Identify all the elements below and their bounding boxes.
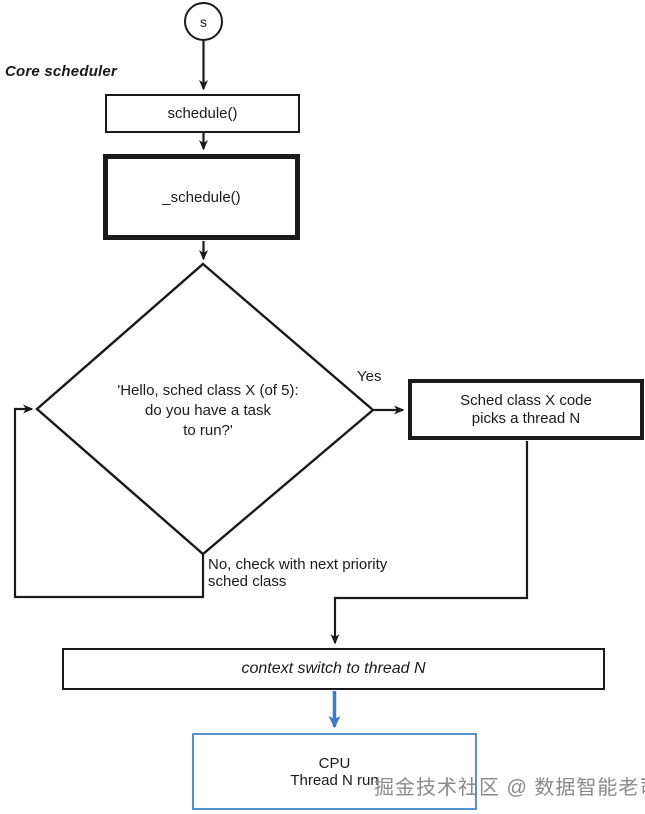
no-branch-label: No, check with next priority sched class xyxy=(208,556,387,590)
start-node-label: s xyxy=(200,13,207,30)
decision-line-1: 'Hello, sched class X (of 5): xyxy=(117,382,299,399)
watermark-text: 掘金技术社区 @ 数据智能老司机 xyxy=(374,777,645,799)
no-branch-line-1: No, check with next priority xyxy=(208,556,388,573)
connector-schedclass-to-context xyxy=(330,441,529,645)
decision-line-2: do you have a task xyxy=(145,402,271,419)
yes-branch-label: Yes xyxy=(357,368,382,385)
context-switch-box: context switch to thread N xyxy=(62,648,605,690)
underscore-schedule-box-label: _schedule() xyxy=(162,188,241,206)
core-scheduler-label: Core scheduler xyxy=(5,63,118,80)
sched-class-line-2: picks a thread N xyxy=(471,409,581,427)
decision-text: 'Hello, sched class X (of 5): do you hav… xyxy=(93,381,323,441)
schedule-box-label: schedule() xyxy=(167,105,238,122)
connector-no-loop xyxy=(13,404,205,599)
cpu-line-1: CPU xyxy=(318,754,351,772)
context-switch-label: context switch to thread N xyxy=(241,660,426,677)
cpu-line-2: Thread N run xyxy=(290,771,379,789)
decision-line-3: to run?' xyxy=(183,422,233,439)
underscore-schedule-box: _schedule() xyxy=(103,154,300,240)
sched-class-line-1: Sched class X code xyxy=(460,391,592,409)
no-branch-line-2: sched class xyxy=(208,573,287,590)
sched-class-box: Sched class X code picks a thread N xyxy=(408,379,644,440)
start-node: s xyxy=(184,2,223,41)
cpu-box: CPU Thread N run xyxy=(192,733,477,810)
schedule-box: schedule() xyxy=(105,94,300,133)
